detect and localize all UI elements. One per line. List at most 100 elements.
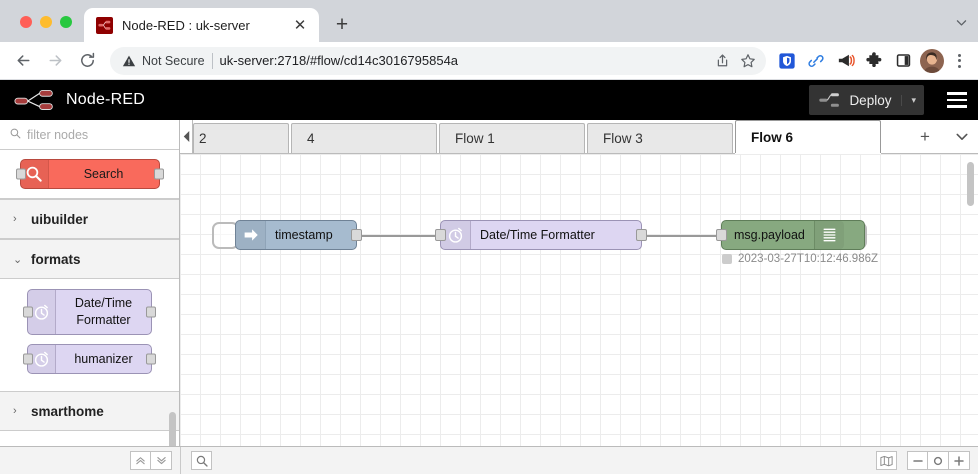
- flow-tab-2[interactable]: 2: [193, 123, 289, 153]
- navigator-map-button[interactable]: [876, 451, 897, 470]
- minus-icon: [912, 459, 923, 462]
- zoom-reset-button[interactable]: [928, 451, 949, 470]
- palette-node-label: humanizer: [74, 351, 133, 366]
- deploy-icon: [819, 93, 840, 107]
- minimize-window-button[interactable]: [40, 16, 52, 28]
- flow-tab-flow-3[interactable]: Flow 3: [587, 123, 733, 153]
- status-bar: [0, 446, 978, 474]
- node-input-port[interactable]: [435, 229, 446, 241]
- flow-tab-flow-1[interactable]: Flow 1: [439, 123, 585, 153]
- node-input-port[interactable]: [716, 229, 727, 241]
- deploy-label: Deploy: [849, 92, 892, 108]
- flow-tab-4[interactable]: 4: [291, 123, 437, 153]
- palette-category-label: formats: [31, 251, 81, 267]
- chevron-down-icon[interactable]: [944, 5, 978, 39]
- add-flow-button[interactable]: +: [920, 126, 930, 146]
- node-output-port[interactable]: [351, 229, 362, 241]
- chevron-right-icon: ›: [13, 405, 17, 417]
- back-button[interactable]: [8, 46, 38, 76]
- node-output-port[interactable]: [636, 229, 647, 241]
- browser-menu-button[interactable]: [948, 48, 970, 74]
- star-icon[interactable]: [736, 49, 760, 73]
- collapse-all-categories-button[interactable]: [151, 451, 172, 470]
- node-red-app: Node-RED Deploy ▾: [0, 80, 978, 474]
- flow-node-label: msg.payload: [734, 228, 805, 242]
- window-controls: [0, 16, 84, 42]
- node-input-port[interactable]: [23, 306, 33, 318]
- security-indicator[interactable]: Not Secure: [122, 54, 205, 68]
- flow-node-debug[interactable]: msg.payload: [716, 220, 865, 250]
- palette-category-label: uibuilder: [31, 211, 88, 227]
- maximize-window-button[interactable]: [60, 16, 72, 28]
- node-input-port[interactable]: [23, 353, 33, 365]
- sidepanel-icon[interactable]: [890, 48, 916, 74]
- palette-category-formats[interactable]: ⌄ formats: [0, 239, 179, 279]
- chevron-right-icon: ›: [13, 213, 17, 225]
- palette-collapse-button[interactable]: [180, 120, 193, 154]
- flow-canvas[interactable]: timestamp Date/Time Formatter: [180, 154, 978, 474]
- collapse-left-icon: [183, 131, 189, 142]
- palette-category-smarthome[interactable]: › smarthome: [0, 391, 179, 431]
- arrow-right-icon: [236, 221, 266, 249]
- map-icon: [880, 455, 893, 466]
- canvas-vertical-scrollbar[interactable]: [967, 162, 974, 206]
- omnibox-icons: [710, 49, 760, 73]
- search-icon: [10, 128, 21, 142]
- address-bar[interactable]: Not Secure uk-server:2718/#flow/cd14c301…: [110, 46, 766, 75]
- omnibox-divider: [211, 52, 213, 69]
- node-output-port[interactable]: [146, 306, 156, 318]
- palette-vertical-scrollbar[interactable]: [169, 412, 176, 460]
- deploy-dropdown-caret-icon[interactable]: ▾: [901, 94, 916, 106]
- palette-node-humanizer[interactable]: humanizer: [23, 344, 156, 374]
- plus-icon: [954, 455, 964, 466]
- node-output-port[interactable]: [146, 353, 156, 365]
- flow-tab-flow-6[interactable]: Flow 6: [735, 120, 881, 153]
- flow-node-inject[interactable]: timestamp: [235, 220, 362, 250]
- palette-filter-input[interactable]: filter nodes: [27, 127, 89, 142]
- close-window-button[interactable]: [20, 16, 32, 28]
- palette-filter[interactable]: filter nodes: [0, 120, 179, 150]
- node-red-logo-icon: [14, 89, 53, 110]
- reload-button[interactable]: [72, 46, 102, 76]
- search-flows-button[interactable]: [191, 451, 212, 470]
- zoom-out-button[interactable]: [907, 451, 928, 470]
- palette-node-label: Date/Time Formatter: [74, 296, 133, 327]
- flow-node-date-time-formatter[interactable]: Date/Time Formatter: [435, 220, 647, 250]
- chevron-down-icon: [956, 133, 968, 140]
- double-chevron-down-icon: [156, 457, 166, 465]
- palette-category-uibuilder[interactable]: › uibuilder: [0, 199, 179, 239]
- link-extension-icon[interactable]: [803, 48, 829, 74]
- node-output-port[interactable]: [153, 168, 164, 180]
- deploy-button[interactable]: Deploy ▾: [809, 85, 924, 115]
- palette-category-label: smarthome: [31, 403, 104, 419]
- expand-all-categories-button[interactable]: [130, 451, 151, 470]
- node-red-logo: Node-RED: [14, 88, 145, 112]
- warning-icon: [122, 55, 136, 66]
- main-menu-button[interactable]: [936, 80, 978, 120]
- zoom-in-button[interactable]: [949, 451, 970, 470]
- profile-avatar[interactable]: [920, 48, 944, 73]
- node-red-body: filter nodes Search: [0, 120, 978, 474]
- share-icon[interactable]: [710, 49, 734, 73]
- palette-node-date-time-formatter[interactable]: Date/Time Formatter: [23, 289, 156, 335]
- chevron-down-icon: ⌄: [13, 253, 23, 266]
- browser-tab[interactable]: Node-RED : uk-server ✕: [84, 8, 319, 42]
- shield-extension-icon[interactable]: [774, 48, 800, 74]
- megaphone-extension-icon[interactable]: [832, 48, 858, 74]
- node-input-port[interactable]: [15, 168, 26, 180]
- extension-icons: [774, 48, 916, 74]
- puzzle-extension-icon[interactable]: [861, 48, 887, 74]
- magnifier-icon: [196, 455, 208, 467]
- status-dot-icon: [722, 254, 732, 264]
- palette-node-search[interactable]: Search: [15, 159, 164, 189]
- forward-button[interactable]: [40, 46, 70, 76]
- flow-list-menu-button[interactable]: [946, 120, 978, 153]
- debug-status-text: 2023-03-27T10:12:46.986Z: [738, 253, 879, 265]
- new-tab-button[interactable]: +: [335, 12, 349, 36]
- node-red-favicon-icon: [96, 16, 113, 34]
- wire-inject-to-formatter: [357, 235, 439, 237]
- close-tab-button[interactable]: ✕: [293, 16, 307, 34]
- tabbar-spacer: [882, 120, 904, 153]
- palette-sidebar: filter nodes Search: [0, 120, 180, 474]
